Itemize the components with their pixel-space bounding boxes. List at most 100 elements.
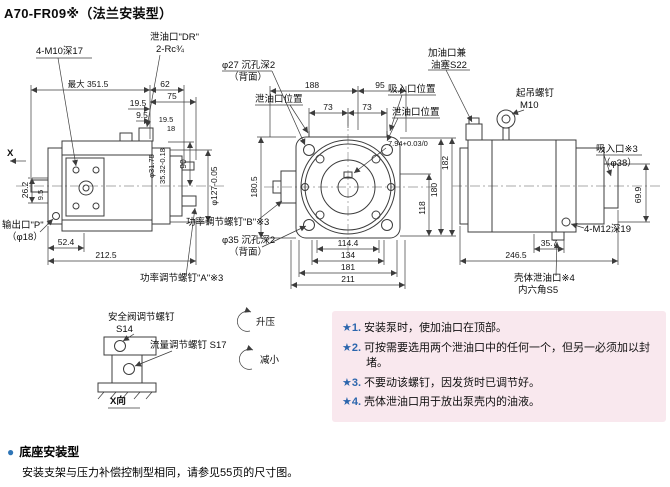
counterbore-bottom-label: φ35 沉孔深2: [222, 235, 275, 246]
dim-90: 90: [178, 159, 188, 169]
drain-position-right-label: 泄油口位置: [392, 106, 440, 118]
lower-arrow: [239, 345, 254, 370]
section-heading: 底座安装型: [19, 445, 80, 459]
safety-screw-label: 安全阀调节螺钉: [108, 311, 175, 323]
page-title: A70-FR09※（法兰安装型）: [4, 6, 173, 21]
oil-filler-plug-label: 油塞S22: [431, 59, 467, 71]
note-marker: ★2.: [342, 341, 362, 354]
drain-position-left-label: 泄油口位置: [255, 93, 303, 105]
front-view-outline: [272, 131, 401, 239]
dim-212-5: 212.5: [95, 250, 117, 260]
outlet-port-label: 输出口"P": [2, 219, 44, 231]
safety-valve-screw: [114, 340, 126, 352]
right-view-outline: [459, 109, 619, 241]
shaft-hole: [337, 176, 359, 198]
note-item: ★2.可按需要选用两个泄油口中的任何一个，但另一必须加以封堵。: [342, 341, 656, 371]
dim-pilot-dia: φ127-0.05: [209, 166, 219, 205]
note-item: ★3.不要动该螺钉，因发货时已调节好。: [342, 376, 656, 391]
dim-19-5: 19.5: [130, 98, 147, 108]
oil-filler-plug: [465, 123, 483, 141]
dim-134: 134: [341, 250, 355, 260]
flow-screw-label: 流量调节螺钉 S17: [150, 339, 227, 351]
raise-arrow: [237, 307, 252, 332]
note-text: 不要动该螺钉，因发货时已调节好。: [364, 376, 541, 389]
rear-cover: [169, 155, 183, 217]
right-view-labels: 加油口兼 油塞S22 起吊螺钉 M10 吸入口※3 （φ38） 69.9 35.…: [428, 47, 643, 296]
counterbore-bottom-backface-label: （背面）: [229, 246, 267, 258]
dim-9-5-left: 9.5: [36, 190, 45, 200]
dim-246-5: 246.5: [505, 250, 527, 260]
dim-73-left: 73: [323, 102, 333, 112]
base-mount-note: 安装支架与压力补偿控制型相同，请参见55页的尺寸图。: [22, 467, 299, 479]
pump-technical-drawing: X 4-M10深17 泄油口"DR" 2-Rc¾ 最大 351.5 62 75 …: [2, 31, 662, 409]
dim-180: 180: [429, 183, 439, 197]
note-marker: ★4.: [342, 396, 362, 409]
left-view-outline: [30, 127, 197, 232]
dim-211: 211: [341, 274, 355, 284]
counterbore-top-backface-label: （背面）: [229, 71, 267, 83]
dim-shaft-dia: φ31.75: [147, 154, 156, 178]
dim-keyway: 7.94+0.03/0: [388, 139, 428, 148]
drain-port-label: 泄油口"DR": [150, 31, 199, 43]
left-view-dimension-lines: [10, 54, 212, 277]
notes-box: ★1.安装泵时，使加油口在顶部。 ★2.可按需要选用两个泄油口中的任何一个，但另…: [332, 311, 666, 422]
section-bullet-icon: ●: [7, 445, 15, 459]
dim-62: 62: [160, 79, 170, 89]
dim-18: 18: [167, 124, 175, 133]
eyebolt-label: 起吊螺钉: [516, 88, 555, 99]
port-face: [65, 157, 105, 217]
dim-69-9: 69.9: [633, 186, 643, 203]
right-view-dimension-lines: [428, 69, 650, 277]
oil-filler-label: 加油口兼: [428, 47, 467, 59]
view-x-marker: X: [7, 148, 14, 159]
front-view-labels: φ27 沉孔深2 （背面） 188 95 吸入口位置 泄油口位置 73 73 泄…: [186, 60, 450, 284]
case-drain-label: 壳体泄油口※4: [514, 272, 575, 284]
note-marker: ★1.: [342, 322, 362, 334]
x-view-outline: [97, 336, 157, 393]
dim-35-7: 35.7: [541, 238, 558, 248]
eyebolt-size-label: M10: [520, 100, 538, 111]
note-marker: ★3.: [342, 376, 362, 389]
x-view-labels: 安全阀调节螺钉 S14 升压 流量调节螺钉 S17 减小 X向: [108, 311, 280, 407]
note-item: ★1.安装泵时，使加油口在顶部。: [342, 321, 656, 336]
dim-73-right: 73: [362, 102, 372, 112]
base-bolts-label: 4-M12深19: [584, 224, 631, 235]
suction-port-dia-label: （φ38）: [601, 157, 637, 169]
keyway: [343, 171, 353, 179]
power-screw-b-label: 功率调节螺钉"B"※3: [186, 216, 269, 228]
dim-180-5: 180.5: [249, 176, 259, 198]
suction-flange: [603, 163, 619, 209]
power-screw-a-stub: [181, 195, 197, 207]
outlet-port: [52, 212, 60, 220]
dim-95: 95: [375, 80, 385, 90]
left-view-labels: X 4-M10深17 泄油口"DR" 2-Rc¾ 最大 351.5 62 75 …: [2, 31, 223, 284]
base-mount-section: ● 底座安装型: [7, 443, 79, 460]
flow-adjust-screw: [123, 363, 135, 375]
power-screw-b-stub: [272, 180, 282, 194]
note-text: 壳体泄油口用于放出泵壳内的油液。: [364, 396, 541, 409]
dim-181: 181: [341, 262, 355, 272]
dim-118: 118: [417, 201, 427, 215]
note-text: 可按需要选用两个泄油口中的任何一个，但另一必须加以封堵。: [364, 341, 651, 369]
decrease-label: 减小: [260, 354, 280, 366]
dim-max-351-5: 最大 351.5: [68, 79, 109, 89]
x-view-hatch: [97, 391, 153, 400]
safety-screw-size-label: S14: [116, 324, 133, 335]
outlet-port-dia-label: （φ18）: [7, 231, 43, 243]
base-plate: [97, 382, 157, 393]
dim-9-5: 9.5: [136, 110, 148, 120]
x-view-caption: X向: [110, 395, 126, 407]
dim-19-5-small: 19.5: [159, 115, 174, 124]
raise-pressure-label: 升压: [256, 317, 276, 328]
eyebolt-ring: [496, 109, 516, 129]
case-drain-hex-label: 内六角S5: [518, 284, 558, 296]
suction-port-label: 吸入口※3: [596, 144, 638, 155]
dim-114-4: 114.4: [338, 238, 359, 248]
note-item: ★4.壳体泄油口用于放出泵壳内的油液。: [342, 395, 656, 410]
dim-52-4: 52.4: [58, 237, 75, 247]
dim-26-2: 26.2: [20, 181, 30, 198]
power-screw-a-label: 功率调节螺钉"A"※3: [140, 272, 223, 284]
x-view-leaders: [108, 307, 254, 409]
front-view-dimension-lines: [222, 70, 456, 289]
